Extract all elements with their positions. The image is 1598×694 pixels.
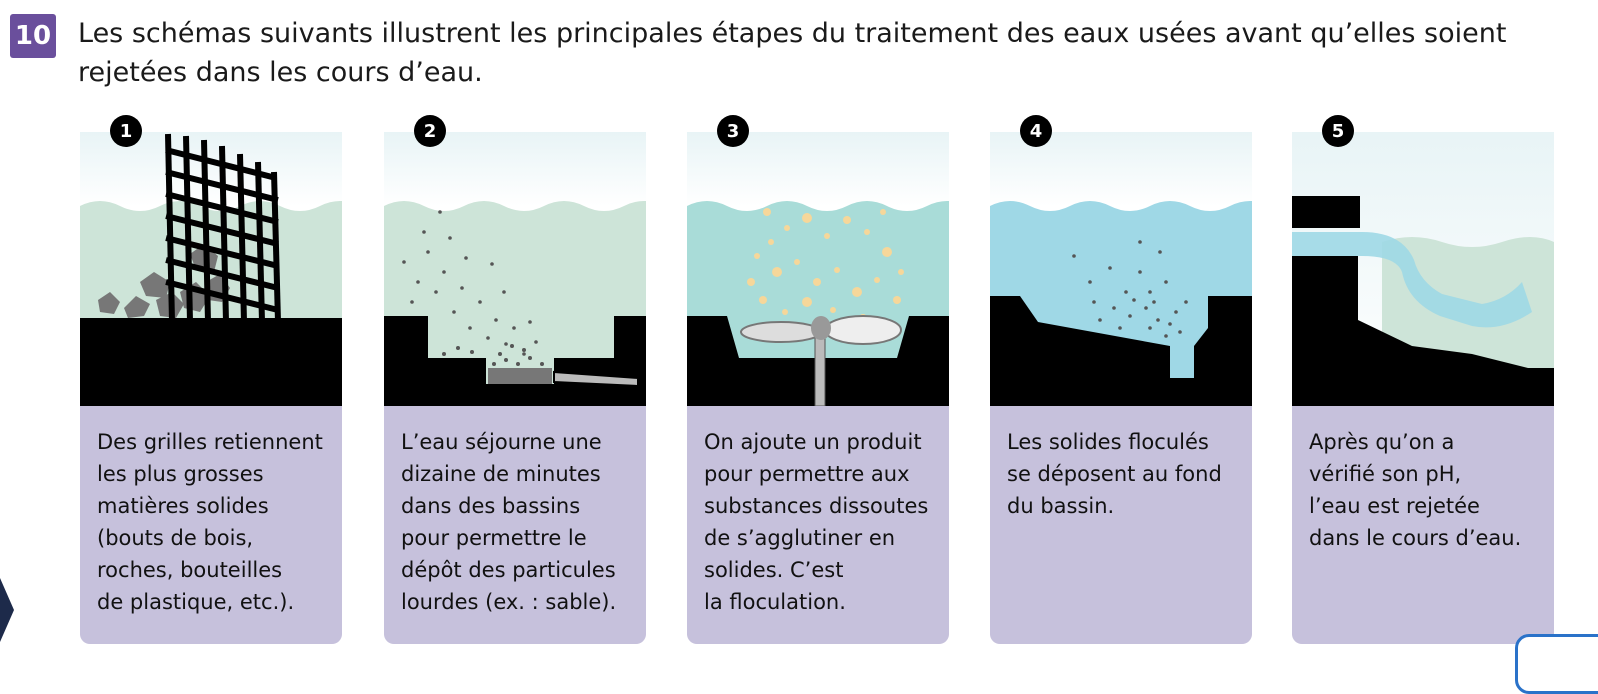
step-caption: Des grilles retiennent les plus grosses … bbox=[80, 406, 342, 644]
step-caption: L’eau séjourne une dizaine de minutes da… bbox=[384, 406, 646, 644]
screen-grille-diagram bbox=[80, 132, 342, 406]
step-panel-2: 2 bbox=[384, 115, 646, 644]
step-caption: Les solides floculés se déposent au fond… bbox=[990, 406, 1252, 644]
step-number-badge: 1 bbox=[110, 115, 142, 147]
exercise-intro: Les schémas suivants illustrent les prin… bbox=[78, 18, 1507, 88]
water-discharge-diagram bbox=[1292, 132, 1554, 406]
step-panel-5: 5 Après qu’on a vérifié son pH, l’eau es… bbox=[1292, 115, 1554, 644]
previous-page-arrow-icon[interactable] bbox=[0, 578, 14, 642]
exercise-number-badge: 10 bbox=[10, 14, 56, 58]
step-panel-4: 4 Les solides floculés se dépose bbox=[990, 115, 1252, 644]
step-caption: Après qu’on a vérifié son pH, l’eau est … bbox=[1292, 406, 1554, 644]
grit-basin-diagram bbox=[384, 132, 646, 406]
step-number-badge: 5 bbox=[1322, 115, 1354, 147]
step-number-badge: 4 bbox=[1020, 115, 1052, 147]
step-number-badge: 2 bbox=[414, 115, 446, 147]
step-panel-1: 1 bbox=[80, 115, 342, 644]
step-caption: On ajoute un produit pour permettre aux … bbox=[687, 406, 949, 644]
next-page-tab[interactable] bbox=[1515, 634, 1598, 694]
step-number-badge: 3 bbox=[717, 115, 749, 147]
flocculation-tank-diagram bbox=[687, 132, 949, 406]
step-panel-3: 3 bbox=[687, 115, 949, 644]
sedimentation-basin-diagram bbox=[990, 132, 1252, 406]
